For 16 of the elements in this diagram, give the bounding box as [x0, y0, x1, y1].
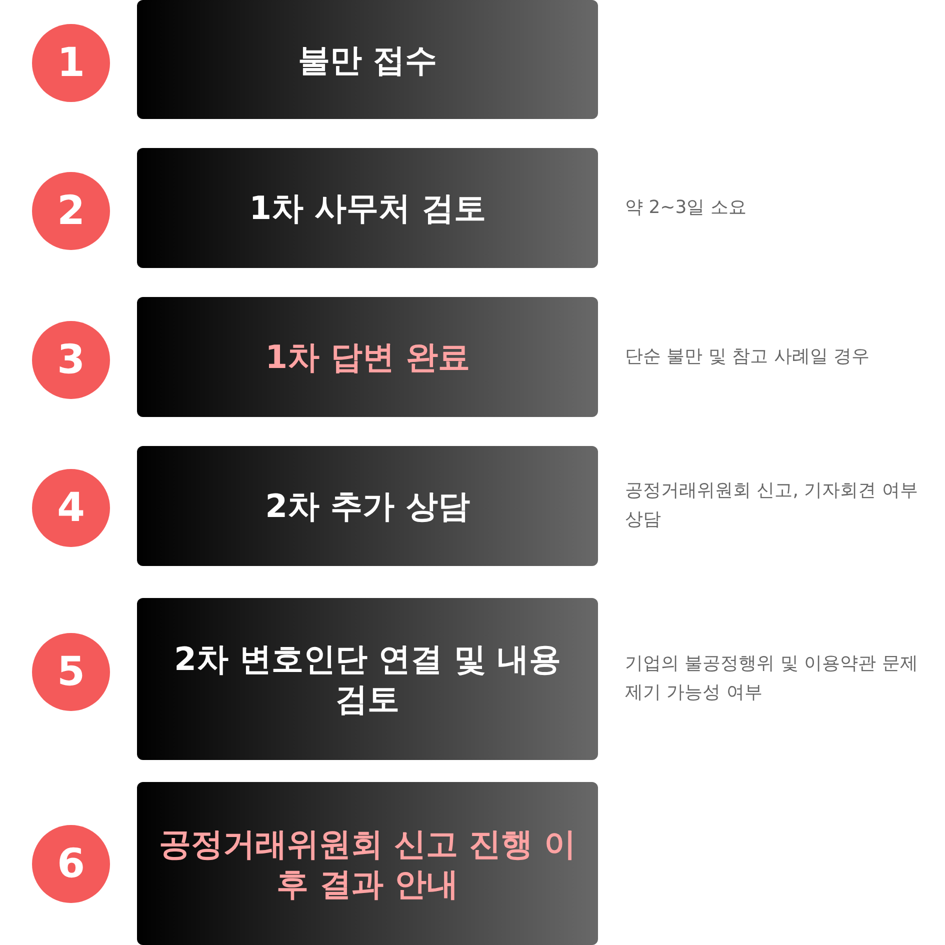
step-number: 1	[32, 24, 110, 102]
step-box: 1차 사무처 검토	[137, 148, 598, 268]
step-box: 공정거래위원회 신고 진행 이후 결과 안내	[137, 782, 598, 945]
step-number: 4	[32, 469, 110, 547]
step-box: 2차 추가 상담	[137, 446, 598, 566]
step-box: 1차 답변 완료	[137, 297, 598, 417]
step-box: 2차 변호인단 연결 및 내용 검토	[137, 598, 598, 760]
step-number: 2	[32, 172, 110, 250]
step-note: 단순 불만 및 참고 사례일 경우	[625, 344, 871, 368]
step-note: 약 2~3일 소요	[625, 196, 748, 220]
step-note: 공정거래위원회 신고, 기자회견 여부 상담	[625, 479, 919, 532]
step-number: 3	[32, 321, 110, 399]
step-number: 6	[32, 825, 110, 903]
step-box: 불만 접수	[137, 0, 598, 119]
step-number: 5	[32, 633, 110, 711]
step-note: 기업의 불공정행위 및 이용약관 문제제기 가능성 여부	[625, 652, 919, 705]
